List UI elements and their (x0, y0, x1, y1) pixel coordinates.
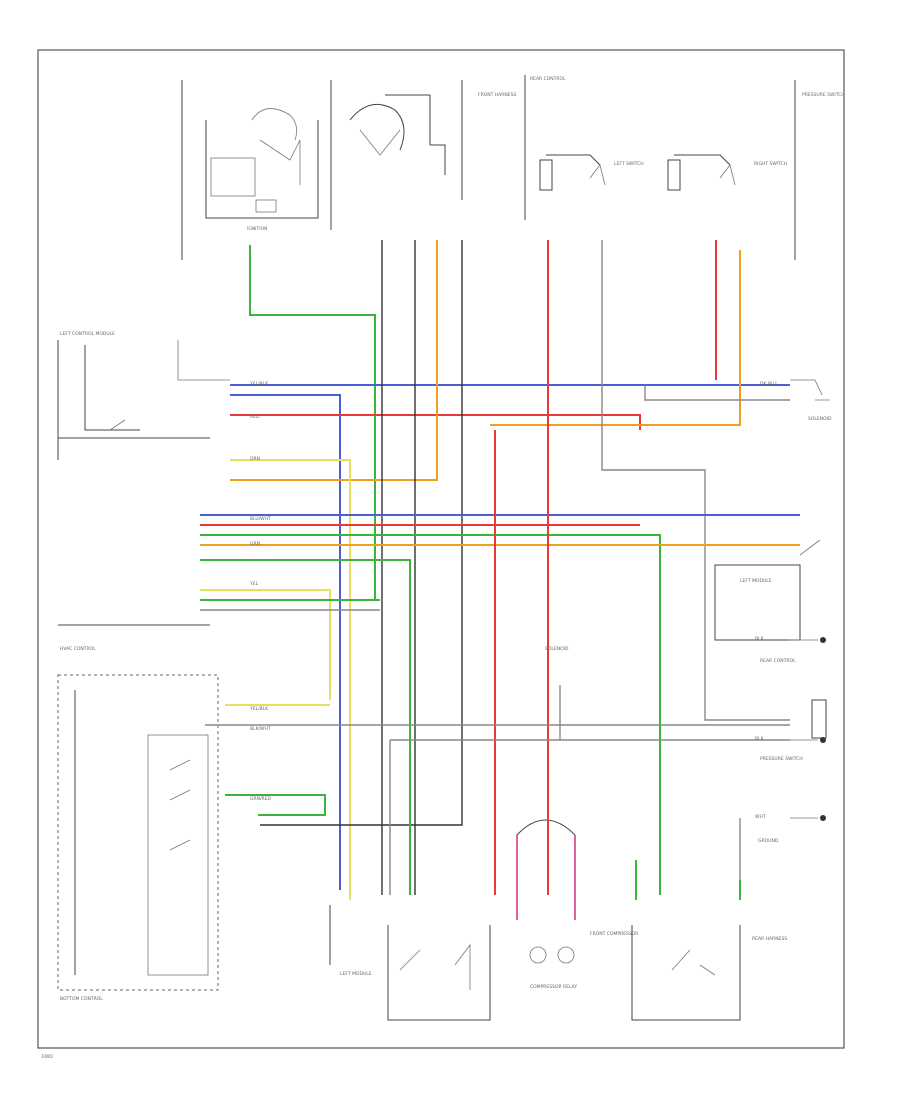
wire-layer (200, 240, 800, 920)
wire-code-8: BLK/WHT (250, 726, 271, 732)
compressor-relay-label: COMPRESSOR RELAY (530, 984, 577, 990)
bottom-control-label: BOTTOM CONTROL (60, 996, 103, 1002)
top-right-label: REAR CONTROL (530, 76, 566, 82)
wire-code-5: GRN (250, 541, 260, 547)
left-switch-label: LEFT SWITCH (614, 161, 644, 167)
switch-pair: REAR CONTROL LEFT SWITCH RIGHT SWITCH PR… (524, 75, 845, 260)
ignition-switch: IGNITION (181, 80, 319, 260)
right-component-label-3: GROUND (758, 838, 779, 844)
solenoid-switch: FRONT HARNESS (330, 80, 516, 230)
hvac-control-box: BOTTOM CONTROL HVAC CONTROL (57, 646, 219, 1002)
wire-18 (200, 589, 331, 700)
right-module-label: LEFT MODULE (740, 578, 772, 584)
wire-15 (200, 534, 661, 895)
wire-5 (230, 240, 438, 481)
wire-code-6: YEL (249, 581, 259, 587)
footer-code: EWD (42, 1054, 53, 1060)
wire-code-9: GRN/RED (250, 796, 271, 802)
front-compressor-switch-label: LEFT MODULE (340, 971, 372, 977)
right-switch-label: RIGHT SWITCH (754, 161, 787, 167)
wire-code-1: YEL/BLK (249, 381, 269, 387)
left-control-module: LEFT CONTROL MODULE (57, 331, 230, 626)
wire-4 (230, 414, 641, 430)
right-component-label-4: SOLENOID (808, 416, 832, 422)
wire-7 (230, 459, 351, 900)
left-control-module-label: LEFT CONTROL MODULE (60, 331, 115, 337)
wire-code-2: RED (250, 414, 260, 420)
wire-code-12: BLK (755, 736, 765, 742)
wire-code-11: BLK (755, 636, 765, 642)
front-compressor-label: FRONT COMPRESSOR (590, 931, 638, 937)
wire-31 (225, 794, 326, 816)
wire-code-14: SOLENOID (545, 646, 569, 652)
wire-code-13: WHT (755, 814, 766, 820)
far-right-label: PRESSURE SWITCH (802, 92, 845, 98)
right-components: LEFT MODULE REAR CONTROL PRESSURE SWITCH… (714, 379, 832, 844)
wire-code-labels: YEL/BLK RED ORN BLU/WHT GRN YEL YEL/BLK … (249, 381, 777, 820)
bottom-components: COMPRESSOR RELAY FRONT COMPRESSOR REAR H… (329, 819, 787, 1021)
front-harness-label: FRONT HARNESS (478, 92, 516, 98)
ignition-label: IGNITION (247, 226, 268, 232)
diagram-frame (37, 49, 845, 1049)
wire-code-10: DK BLU (760, 381, 777, 387)
wire-12 (644, 385, 790, 401)
wire-11 (601, 240, 790, 721)
wire-1 (249, 245, 376, 600)
wire-10 (260, 240, 463, 826)
wire-code-3: ORN (250, 456, 260, 462)
wire-6 (490, 250, 741, 426)
rear-harness-label: REAR HARNESS (752, 936, 787, 942)
wire-17 (200, 559, 411, 895)
right-component-label-1: REAR CONTROL (760, 658, 796, 664)
hvac-control-label: HVAC CONTROL (60, 646, 96, 652)
wire-code-7: YEL/BLK (249, 706, 269, 712)
wire-code-4: BLU/WHT (250, 516, 271, 522)
right-component-label-2: PRESSURE SWITCH (760, 756, 803, 762)
